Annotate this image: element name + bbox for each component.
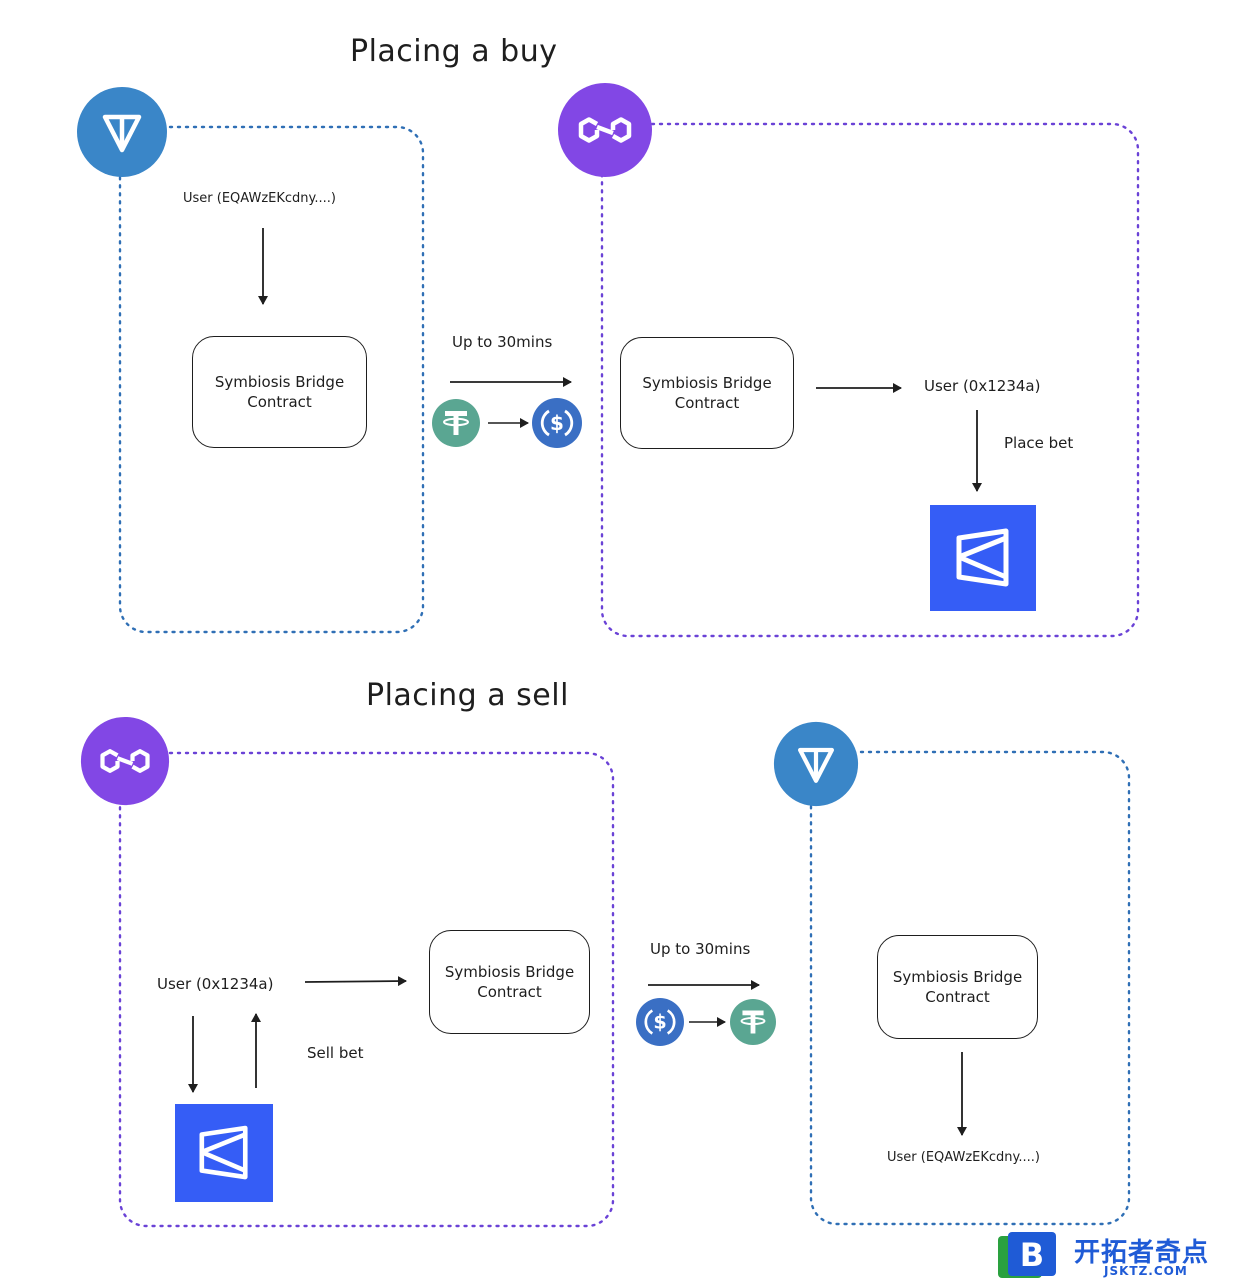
sell-polygon-user-label: User (0x1234a): [157, 975, 274, 993]
sell-polygon-bridge-contract: Symbiosis Bridge Contract: [429, 930, 590, 1034]
buy-ton-bridge-contract: Symbiosis Bridge Contract: [192, 336, 367, 448]
ton-icon: [77, 87, 167, 177]
usdt-icon: [730, 999, 776, 1045]
sell-title: Placing a sell: [366, 678, 569, 713]
watermark-name: 开拓者奇点: [1074, 1238, 1210, 1268]
buy-action-label: Place bet: [1004, 434, 1074, 452]
contract-label-line2: Contract: [674, 394, 740, 412]
polygon-icon: [558, 83, 652, 177]
contract-label-line2: Contract: [247, 393, 312, 411]
buy-transfer-time-label: Up to 30mins: [452, 333, 553, 351]
sell-ton-bridge-contract: Symbiosis Bridge Contract: [877, 935, 1038, 1039]
buy-ton-container: [118, 125, 425, 634]
contract-label-line1: Symbiosis Bridge: [214, 373, 345, 391]
contract-label-line2: Contract: [477, 983, 542, 1001]
usdt-icon: [432, 399, 480, 447]
svg-text:$: $: [550, 411, 564, 435]
app-logo-icon: [930, 505, 1036, 611]
watermark-domain: JSKTZ.COM: [1104, 1264, 1188, 1278]
buy-polygon-bridge-contract: Symbiosis Bridge Contract: [620, 337, 794, 449]
sell-action-label: Sell bet: [307, 1044, 364, 1062]
svg-text:$: $: [653, 1011, 666, 1034]
buy-polygon-user-label: User (0x1234a): [924, 377, 1041, 395]
contract-label-line1: Symbiosis Bridge: [444, 963, 575, 981]
sell-ton-user-label: User (EQAWzEKcdny....): [887, 1150, 1040, 1165]
polygon-icon: [80, 716, 170, 806]
buy-ton-user-label: User (EQAWzEKcdny....): [183, 191, 336, 206]
usdc-icon: $: [532, 398, 582, 448]
buy-title: Placing a buy: [350, 34, 558, 69]
sell-user-to-contract-arrow: [304, 976, 407, 987]
ton-icon: [773, 721, 859, 807]
contract-label-line1: Symbiosis Bridge: [642, 374, 772, 392]
svg-text:B: B: [1020, 1236, 1044, 1274]
watermark-logo-icon: B: [998, 1232, 1056, 1278]
sell-transfer-time-label: Up to 30mins: [650, 940, 751, 958]
app-logo-icon: [175, 1104, 273, 1202]
buy-polygon-container: [600, 122, 1140, 638]
contract-label-line2: Contract: [925, 988, 990, 1006]
contract-label-line1: Symbiosis Bridge: [892, 968, 1023, 986]
usdc-icon: $: [636, 998, 684, 1046]
